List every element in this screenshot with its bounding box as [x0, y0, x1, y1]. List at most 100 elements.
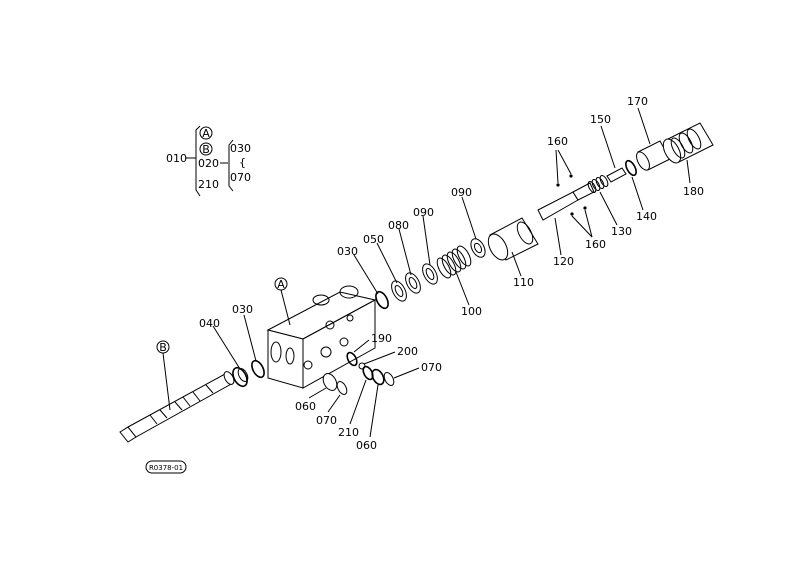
cap-180 [662, 122, 714, 164]
spool-groove-4 [182, 396, 191, 407]
leader-090-right [461, 196, 477, 240]
oring-030-left-ring [251, 359, 265, 379]
washer-090-left-inner [425, 268, 435, 280]
ball-160-d [583, 206, 587, 210]
drawing-stamp-frame [145, 460, 187, 474]
callout-070-right: 070 [421, 361, 442, 374]
washer-050 [391, 280, 407, 302]
spring-coil-2 [441, 254, 457, 276]
oring-070-right [383, 372, 395, 386]
legend-marker-b [199, 142, 213, 156]
spring-coil-5 [456, 245, 472, 267]
legend-bracket-right [228, 139, 234, 192]
spool-groove-5 [192, 391, 201, 402]
callout-200: 200 [397, 345, 418, 358]
leader-160-bottom-b [584, 209, 593, 238]
callout-060-left: 060 [295, 400, 316, 413]
legend-030: 030 [230, 142, 251, 155]
leader-070-right [393, 367, 420, 379]
legend-dash: { [239, 156, 246, 169]
leader-150 [600, 125, 616, 169]
callout-170: 170 [627, 95, 648, 108]
leader-190 [353, 339, 370, 353]
ball-160-c [570, 212, 574, 216]
valve-body-side [302, 299, 376, 389]
spool-groove-2 [159, 409, 168, 419]
oring-070-left-ring [336, 381, 348, 395]
cap-110-rear [516, 221, 534, 245]
spool-shaft [127, 373, 234, 438]
oring-070-right-ring [383, 372, 395, 386]
leader-210 [349, 379, 367, 425]
callout-080: 080 [388, 219, 409, 232]
spring-coil-4 [451, 248, 467, 270]
body-bore-front-2 [285, 347, 295, 365]
legend-010: 010 [166, 152, 187, 165]
legend-bracket-left [195, 125, 201, 197]
leader-160-bottom-a [571, 215, 593, 238]
callout-160-bottom: 160 [585, 238, 606, 251]
washer-090-right-inner [473, 242, 483, 254]
washer-090-left [422, 263, 438, 285]
legend-020: 020 [198, 157, 219, 170]
drawing-stamp: R0378-01 [145, 460, 187, 474]
valve-body [266, 285, 377, 389]
oring-030-right [375, 290, 389, 310]
callout-140: 140 [636, 210, 657, 223]
leader-200 [363, 351, 396, 365]
legend: A B 010 020 210 030 { 070 [166, 125, 251, 197]
spring-210 [362, 365, 374, 381]
body-hole-2 [320, 346, 332, 358]
callout-210: 210 [338, 426, 359, 439]
oring-070-left [336, 381, 348, 395]
seal-040-outer [232, 366, 248, 388]
callout-130: 130 [611, 225, 632, 238]
body-hole-5 [346, 314, 354, 322]
washer-080 [405, 272, 421, 294]
washer-090-right [470, 238, 486, 258]
legend-marker-b-text: B [202, 143, 210, 156]
rod-150 [606, 167, 627, 183]
washer-050-inner [394, 285, 404, 297]
legend-210: 210 [198, 178, 219, 191]
oring-030-right-ring [375, 290, 389, 310]
body-hole-3 [339, 337, 349, 347]
ball-160-a [556, 183, 560, 187]
leader-060-bottom [369, 384, 379, 438]
callout-040: 040 [199, 317, 220, 330]
callout-100: 100 [461, 305, 482, 318]
plug-060-right-ring [371, 368, 385, 386]
spool-groove-3 [174, 401, 183, 411]
callout-030-left: 030 [232, 303, 253, 316]
leader-marker-b [162, 352, 171, 411]
leader-070-bottom [327, 394, 341, 413]
plug-060-right [371, 368, 385, 386]
body-bore-front [270, 341, 282, 363]
pin-120-head [572, 182, 595, 201]
leader-090-left [422, 215, 431, 266]
leader-100 [455, 271, 470, 306]
washer-080-inner [408, 277, 418, 289]
leader-marker-a [280, 289, 291, 326]
leader-080 [398, 228, 412, 276]
plug-060-left-ring [322, 373, 338, 391]
callout-110: 110 [513, 276, 534, 289]
drawing-stamp-text: R0378-01 [149, 464, 183, 472]
cap-180-ridge-3 [686, 128, 702, 150]
cap-180-ridge-1 [670, 137, 686, 159]
oring-030-left [251, 359, 265, 379]
cap-180-face [662, 138, 682, 164]
cap-110 [487, 217, 539, 261]
callout-marker-b: B [159, 341, 167, 354]
cap-180-ridge-2 [678, 132, 694, 154]
valve-body-front [267, 329, 304, 389]
callout-marker-a: A [277, 278, 285, 291]
legend-marker-a-text: A [202, 127, 210, 140]
rod-150-body [606, 167, 627, 183]
leader-030-left [243, 314, 257, 362]
spring-210-coil [362, 365, 374, 381]
legend-070: 070 [230, 171, 251, 184]
leader-110 [511, 251, 522, 277]
